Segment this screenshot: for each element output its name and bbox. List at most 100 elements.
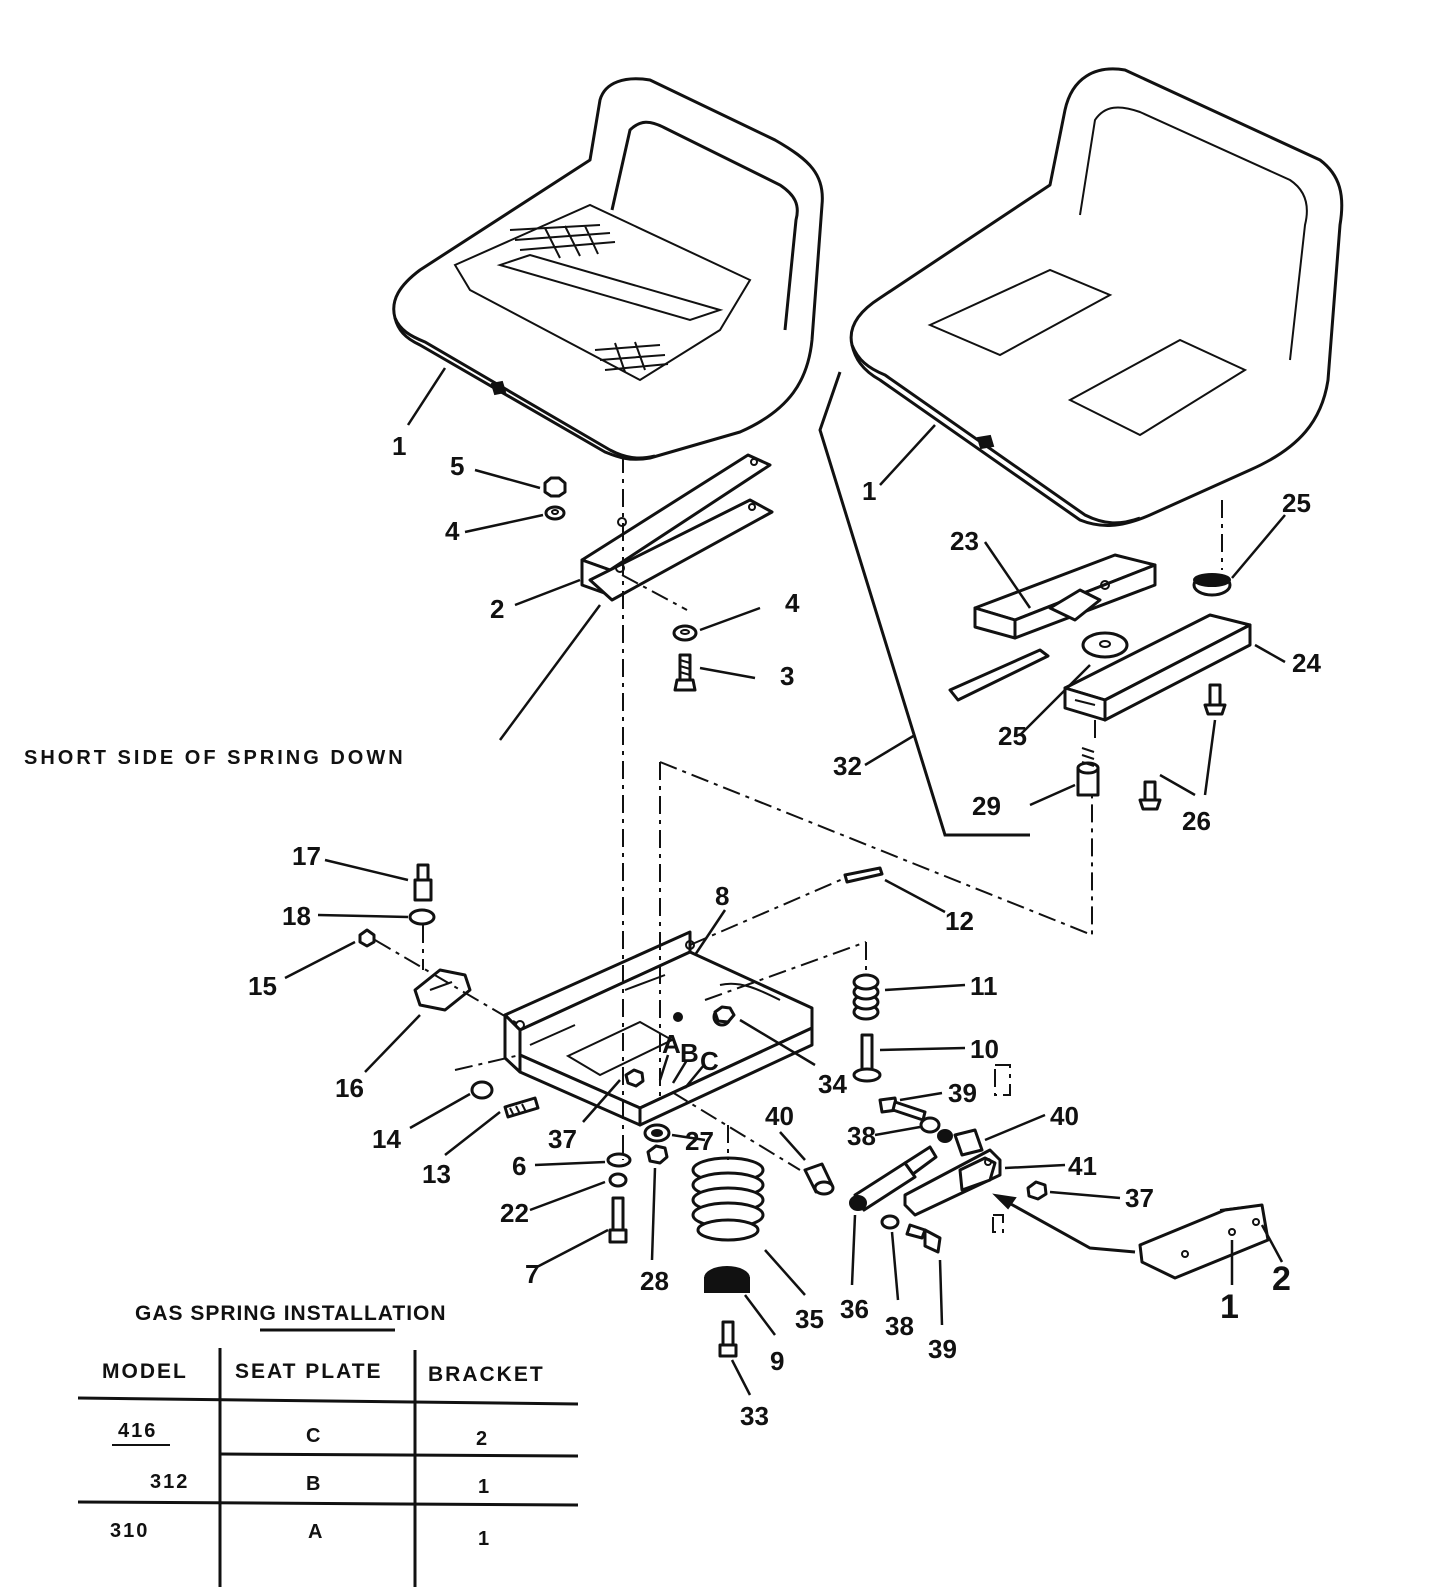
table-cell-model: 310 bbox=[110, 1520, 149, 1542]
callout-40: 40 bbox=[765, 1101, 794, 1131]
callout-8: 8 bbox=[715, 881, 729, 911]
gas-spring-installation-table: GAS SPRING INSTALLATION MODEL SEAT PLATE… bbox=[77, 1302, 579, 1587]
bolt-39b-washer-38b bbox=[880, 1214, 942, 1254]
bushing-40a bbox=[803, 1162, 835, 1196]
callout-4: 4 bbox=[785, 588, 800, 618]
callout-A: A bbox=[662, 1029, 681, 1059]
callout-22: 22 bbox=[500, 1198, 529, 1228]
screws-26 bbox=[1138, 683, 1227, 811]
spring-orientation-note: SHORT SIDE OF SPRING DOWN bbox=[24, 747, 406, 769]
callout-27: 27 bbox=[685, 1126, 714, 1156]
callout-11: 11 bbox=[970, 971, 998, 1001]
bracket-41 bbox=[903, 1148, 1002, 1217]
callout-24: 24 bbox=[1292, 648, 1321, 678]
bumper-9 bbox=[704, 1266, 750, 1293]
callout-bracket-2: 2 bbox=[1272, 1260, 1291, 1298]
nut-5 bbox=[543, 476, 567, 498]
table-cell-model: 312 bbox=[150, 1471, 189, 1493]
bolt-13-washer-14 bbox=[470, 1080, 540, 1119]
inset-pointer-line bbox=[999, 1196, 1136, 1254]
table-cell-bracket: 1 bbox=[478, 1476, 491, 1498]
callout-36: 36 bbox=[840, 1294, 869, 1324]
coil-spring-35 bbox=[691, 1156, 765, 1242]
callout-1: 1 bbox=[392, 431, 406, 461]
phantom-screws bbox=[992, 1064, 1011, 1233]
callout-14: 14 bbox=[372, 1124, 401, 1154]
callout-4: 4 bbox=[445, 516, 460, 546]
callout-28: 28 bbox=[640, 1266, 669, 1296]
callout-39: 39 bbox=[948, 1078, 977, 1108]
table-cell-seat-plate: A bbox=[308, 1521, 324, 1543]
column-header-bracket: BRACKET bbox=[428, 1363, 545, 1386]
washer-4b bbox=[672, 624, 698, 642]
callout-34: 34 bbox=[818, 1069, 847, 1099]
pin-12 bbox=[843, 866, 884, 884]
column-header-seat-plate: SEAT PLATE bbox=[235, 1360, 383, 1383]
callout-39: 39 bbox=[928, 1334, 957, 1364]
callout-C: C bbox=[700, 1046, 719, 1076]
left-seat bbox=[392, 77, 824, 461]
callout-15: 15 bbox=[248, 971, 277, 1001]
callout-16: 16 bbox=[335, 1073, 364, 1103]
callout-25: 25 bbox=[998, 721, 1027, 751]
callout-26: 26 bbox=[1182, 806, 1211, 836]
callout-6: 6 bbox=[512, 1151, 526, 1181]
centerlines bbox=[374, 455, 1223, 1171]
callout-2: 2 bbox=[490, 594, 504, 624]
hardware-6-22-7 bbox=[606, 1152, 632, 1244]
callout-B: B bbox=[680, 1038, 699, 1068]
seat-plate-8 bbox=[503, 930, 814, 1127]
bushing-40b bbox=[937, 1128, 984, 1157]
spring-11 bbox=[852, 973, 880, 1021]
callout-33: 33 bbox=[740, 1401, 769, 1431]
slide-rail-24 bbox=[1063, 613, 1252, 722]
inset-pointer-arrow bbox=[992, 1193, 1017, 1210]
table-cell-model: 416 bbox=[118, 1420, 157, 1442]
callout-3: 3 bbox=[780, 661, 794, 691]
slide-rail-23 bbox=[948, 553, 1157, 702]
callout-37: 37 bbox=[548, 1124, 577, 1154]
bracket-line-32 bbox=[818, 371, 1030, 837]
callout-29: 29 bbox=[972, 791, 1001, 821]
table-title: GAS SPRING INSTALLATION bbox=[135, 1302, 447, 1325]
washer-4a bbox=[544, 505, 566, 521]
callout-38: 38 bbox=[847, 1121, 876, 1151]
bracket-16 bbox=[413, 968, 472, 1012]
callout-37: 37 bbox=[1125, 1183, 1154, 1213]
callout-10: 10 bbox=[970, 1034, 999, 1064]
callout-18: 18 bbox=[282, 901, 311, 931]
callout-23: 23 bbox=[950, 526, 979, 556]
callout-labels: 1 5 4 2 4 3 1 23 25 24 25 32 29 26 17 18… bbox=[248, 431, 1321, 1431]
right-seat bbox=[849, 67, 1344, 527]
spacer-25a bbox=[1192, 573, 1232, 597]
table-cell-bracket: 1 bbox=[478, 1528, 491, 1550]
nut-37b bbox=[1026, 1180, 1048, 1201]
bolt-3 bbox=[673, 653, 697, 692]
table-cell-seat-plate: C bbox=[306, 1425, 322, 1447]
spacer-29 bbox=[1076, 747, 1100, 797]
callout-35: 35 bbox=[795, 1304, 824, 1334]
washer-27-nut-28 bbox=[643, 1123, 671, 1165]
callout-38: 38 bbox=[885, 1311, 914, 1341]
seat-bracket-2 bbox=[580, 453, 774, 602]
callout-bracket-1: 1 bbox=[1220, 1288, 1239, 1326]
column-header-model: MODEL bbox=[102, 1360, 188, 1383]
table-cell-bracket: 2 bbox=[476, 1428, 489, 1450]
leader-lines bbox=[284, 367, 1286, 1396]
callout-12: 12 bbox=[945, 906, 974, 936]
table-cell-seat-plate: B bbox=[306, 1473, 322, 1495]
nut-34 bbox=[713, 1005, 736, 1024]
seat-texture-grid bbox=[509, 224, 669, 373]
hardware-15-17-18 bbox=[358, 863, 436, 948]
pin-10 bbox=[852, 1033, 882, 1083]
callout-41: 41 bbox=[1068, 1151, 1097, 1181]
callout-17: 17 bbox=[292, 841, 321, 871]
callout-40: 40 bbox=[1050, 1101, 1079, 1131]
gas-spring-36 bbox=[849, 1145, 938, 1212]
spacer-25b bbox=[1081, 631, 1129, 659]
bolt-33 bbox=[718, 1320, 738, 1358]
gas-spring-bracket-inset bbox=[1138, 1203, 1270, 1280]
callout-7: 7 bbox=[525, 1259, 539, 1289]
callout-1: 1 bbox=[862, 476, 876, 506]
